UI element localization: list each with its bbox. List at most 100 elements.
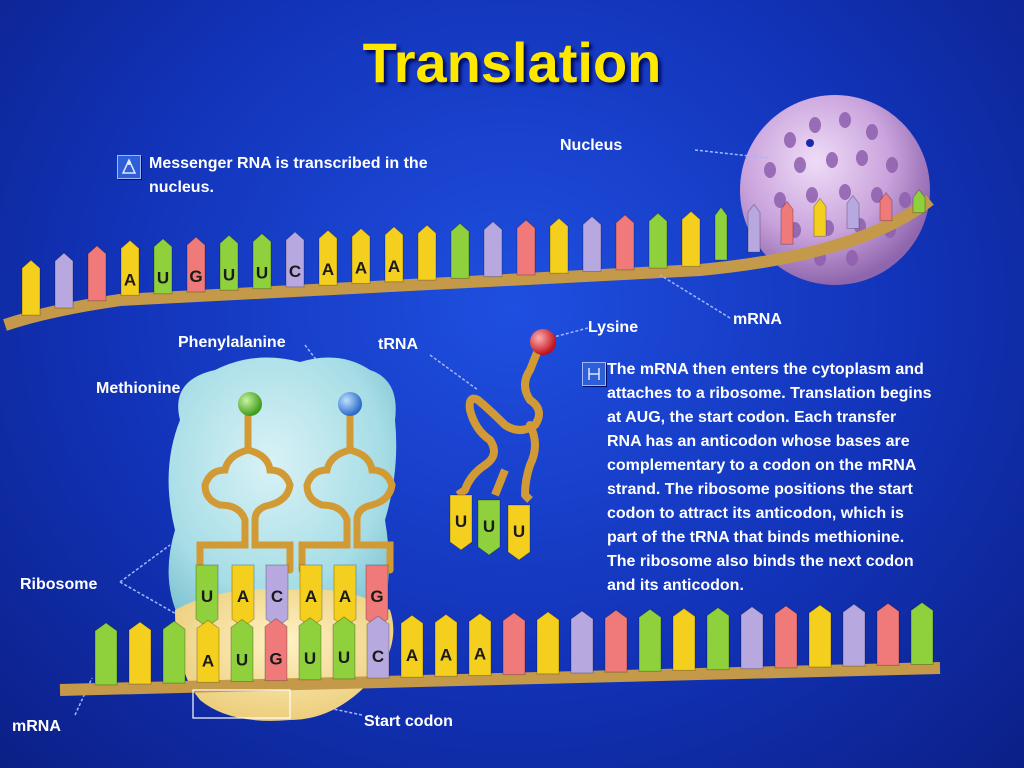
bottom-base [638, 608, 662, 672]
ribosome-label: Ribosome [20, 576, 98, 593]
top-base-letter: A [355, 258, 367, 277]
bottom-base-letter: C [372, 647, 384, 666]
top-base [549, 217, 569, 274]
top-base-letter: C [289, 262, 301, 281]
top-base-letter: A [322, 260, 334, 279]
bottom-base [808, 604, 832, 668]
paragraph-2-line: codon to attract its anticodon, which is [607, 505, 904, 522]
top-base [714, 206, 728, 261]
anticodon-base [265, 564, 289, 628]
free-trna-base [507, 504, 531, 561]
note-icon [117, 155, 141, 179]
bottom-base [264, 618, 288, 682]
methionine-label: Methionine [96, 380, 181, 397]
paragraph-2-line: The ribosome also binds the next codon [607, 553, 914, 570]
bottom-base [774, 605, 798, 669]
top-base [153, 238, 173, 295]
lysine-label: Lysine [588, 319, 639, 336]
paragraph-1-line-2: nucleus. [149, 179, 214, 196]
top-base [516, 219, 536, 276]
page-title: Translation [362, 31, 662, 94]
bottom-base [876, 602, 900, 666]
top-base [582, 215, 602, 273]
bottom-base [196, 619, 220, 683]
bottom-base-letter: U [338, 648, 350, 667]
note-icon [582, 362, 606, 386]
free-trna [455, 329, 556, 503]
top-base [747, 203, 761, 253]
bottom-base-letter: U [236, 650, 248, 669]
bottom-base-letter: A [406, 646, 418, 665]
mrna-top-label: mRNA [733, 311, 782, 328]
top-base [120, 239, 140, 296]
paragraph-2-line: part of the tRNA that binds methionine. [607, 529, 905, 546]
paragraph-2-line: The mRNA then enters the cytoplasm and [607, 361, 924, 378]
top-base [21, 259, 41, 316]
bottom-base-letter: A [440, 645, 452, 664]
top-base [384, 226, 404, 283]
anticodon-letter: G [370, 587, 383, 606]
top-base [351, 227, 371, 284]
paragraph-1-line-1: Messenger RNA is transcribed in the [149, 155, 428, 172]
paragraph-2: The mRNA then enters the cytoplasm and a… [607, 358, 1019, 598]
free-trna-letter: U [483, 517, 495, 536]
top-base [615, 214, 635, 271]
bottom-base [502, 612, 526, 676]
top-mrna-backbone [3, 195, 934, 331]
top-base-letter: U [157, 269, 169, 288]
paragraph-2-line: attaches to a ribosome. Translation begi… [607, 385, 932, 402]
bottom-base [332, 616, 356, 680]
trna-label: tRNA [378, 336, 418, 353]
start-codon-label: Start codon [364, 713, 453, 730]
bottom-base [94, 622, 118, 686]
top-base [648, 212, 668, 269]
bottom-base [672, 607, 696, 671]
start-codon-box [192, 689, 291, 719]
bottom-base [162, 620, 186, 684]
anticodon-letter: A [305, 587, 317, 606]
bound-trna-phenylalanine [298, 392, 396, 574]
bottom-base [910, 601, 934, 665]
paragraph-2-line: strand. The ribosome positions the start [607, 481, 913, 498]
nucleus-label: Nucleus [560, 137, 623, 154]
bottom-base [706, 606, 730, 671]
paragraph-2-line: at AUG, the start codon. Each transfer [607, 409, 897, 426]
bottom-base [434, 613, 458, 677]
free-trna-base [477, 499, 501, 556]
top-base [285, 231, 305, 288]
bottom-base-letter: G [269, 650, 282, 669]
paragraph-2-line: and its anticodon. [607, 577, 744, 594]
top-base [417, 224, 437, 281]
bottom-base [842, 603, 866, 667]
bottom-base-letter: A [202, 651, 214, 670]
top-base-letter: A [388, 257, 400, 276]
top-base [912, 188, 926, 214]
bottom-base [604, 609, 628, 673]
top-base [780, 200, 794, 245]
bottom-base [740, 606, 764, 670]
bottom-base-letter: U [304, 649, 316, 668]
top-base-letter: A [124, 270, 136, 289]
top-base [813, 197, 827, 237]
anticodon-letter: C [271, 587, 283, 606]
anticodon-letter: A [237, 587, 249, 606]
top-base [681, 210, 701, 267]
anticodon-base [231, 564, 255, 628]
top-base [219, 234, 239, 291]
top-base [186, 236, 206, 293]
anticodon-base [195, 564, 219, 628]
top-base [318, 229, 338, 286]
top-base [54, 252, 74, 309]
free-trna-letter: U [513, 522, 525, 541]
paragraph-1: Messenger RNA is transcribed in the nucl… [149, 152, 529, 200]
bottom-mrna-backbone [59, 662, 941, 696]
top-mrna-bases [21, 188, 926, 316]
top-base [87, 245, 107, 302]
bottom-base [128, 621, 152, 685]
top-base-letter: U [223, 265, 235, 284]
bound-trna-methionine [196, 392, 294, 574]
free-trna-base [449, 494, 473, 551]
